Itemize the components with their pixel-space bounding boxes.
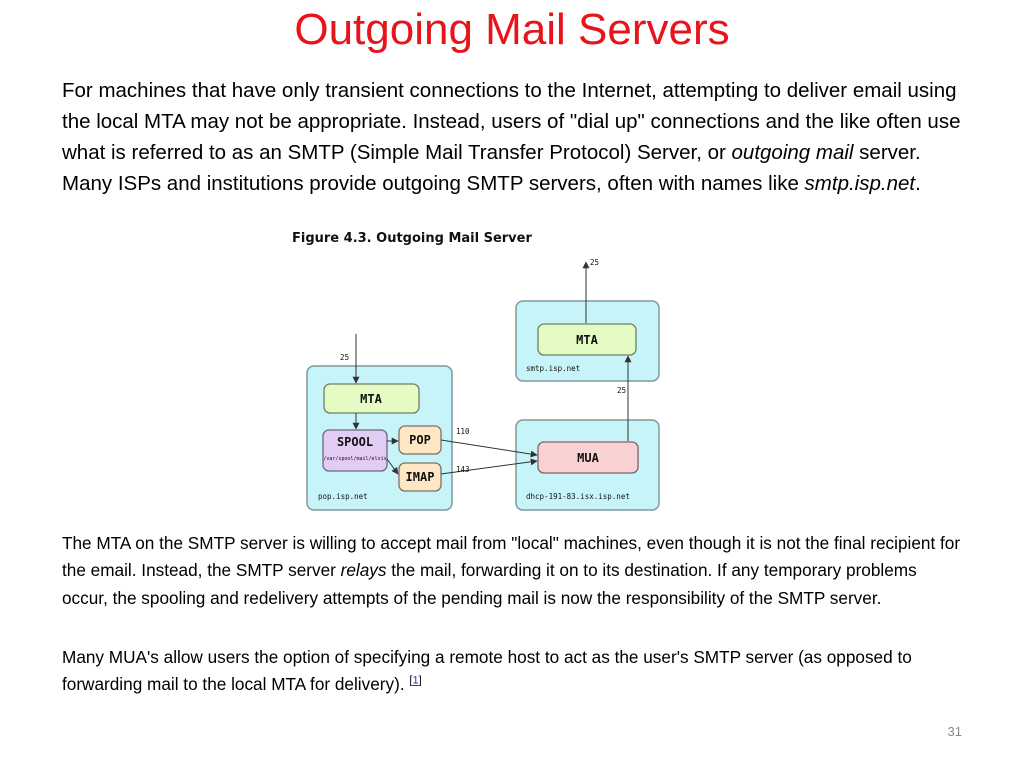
relay-text-2: the mail, forwarding it on to its destin… [62,560,917,608]
port-25-left: 25 [340,353,349,362]
mta-box-pop [323,383,420,414]
arrow-pop-to-mua [440,439,538,458]
footnote-ref: [1] [409,675,421,687]
intro-emphasis-hostname: smtp.isp.net [804,172,916,195]
mta-box-smtp [537,323,637,356]
intro-text-2: server. Many ISPs and institutions provi… [62,141,921,195]
port-110: 110 [456,427,470,436]
intro-text-3: . [915,172,921,195]
footnote-link[interactable]: 1 [412,674,419,687]
mua-label: MUA [577,451,599,465]
slide-number: 31 [947,724,962,739]
port-143: 143 [456,465,470,474]
figure-title: Figure 4.3. Outgoing Mail Server [292,231,532,246]
pop-label: POP [409,433,431,447]
mua-text: Many MUA's allow users the option of spe… [62,647,912,695]
dhcp-host-label: dhcp-191-83.isx.isp.net [526,492,630,501]
port-25-top: 25 [590,258,599,267]
relay-text-1: The MTA on the SMTP server is willing to… [62,533,961,581]
arrow-imap-to-mua [440,458,538,475]
slide-title: Outgoing Mail Servers [294,5,730,54]
imap-box [398,462,442,492]
port-25-mid: 25 [617,386,626,395]
mua-paragraph: Many MUA's allow users the option of spe… [62,644,967,699]
intro-paragraph: For machines that have only transient co… [62,75,962,199]
outgoing-mail-server-diagram: MTA SPOOL /var/spool/mail/elvis POP IMAP… [306,258,660,511]
pop-host-label: pop.isp.net [318,492,368,501]
spool-label: SPOOL [337,435,373,449]
mua-box [537,441,639,474]
arrow-spool-to-imap [386,458,399,475]
intro-emphasis-outgoing-mail: outgoing mail [731,141,854,164]
imap-label: IMAP [406,470,435,484]
mta-label-smtp: MTA [576,333,598,347]
footnote-bracket-open: [ [409,674,413,687]
spool-box [322,429,388,472]
relay-emphasis: relays [340,560,387,581]
smtp-host-label: smtp.isp.net [526,364,580,373]
intro-text-1: For machines that have only transient co… [62,79,961,164]
footnote-bracket-close: ] [418,674,422,687]
spool-path-label: /var/spool/mail/elvis [323,456,386,462]
mta-label-pop: MTA [360,392,382,406]
relay-paragraph: The MTA on the SMTP server is willing to… [62,530,967,612]
